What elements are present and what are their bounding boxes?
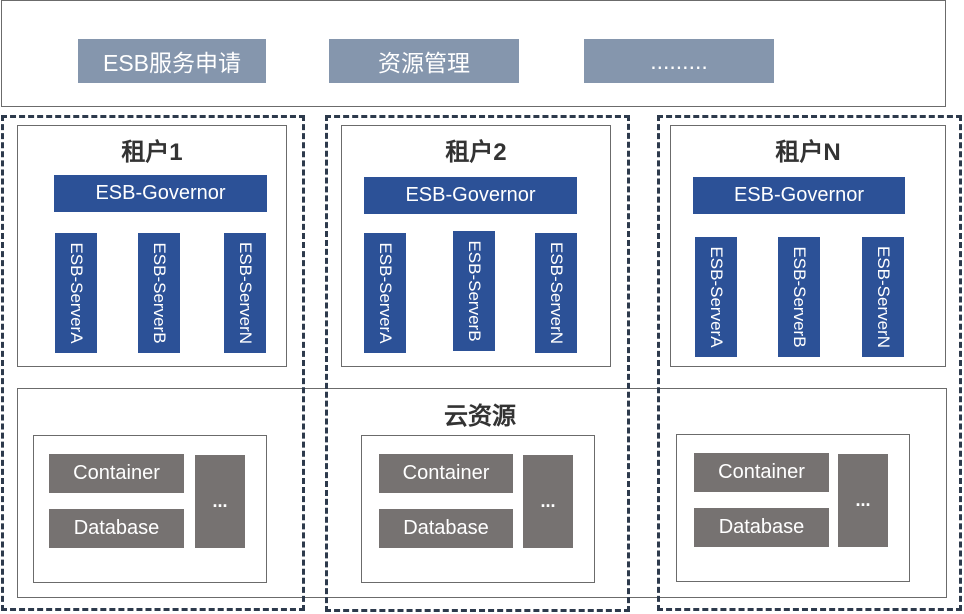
tenant-n-esb-server-n: ESB-ServerN (862, 237, 904, 357)
resource-panel-1-database: Database (49, 509, 184, 548)
resource-panel-1-more: ... (195, 455, 245, 548)
tenant-n-partition (657, 115, 962, 611)
resource-panel-2-database: Database (379, 509, 513, 548)
resource-panel-2-more: ... (523, 455, 573, 548)
resource-panel-3-container: Container (694, 453, 829, 492)
tenant-2-esb-server-n: ESB-ServerN (535, 233, 577, 353)
more-services-button[interactable]: ......... (584, 39, 774, 83)
tenant-1-esb-server-b: ESB-ServerB (138, 233, 180, 353)
tenant-n-esb-server-a: ESB-ServerA (695, 237, 737, 357)
esb-service-apply-button[interactable]: ESB服务申请 (78, 39, 266, 83)
resource-panel-3-database: Database (694, 508, 829, 547)
tenant-2-esb-server-a: ESB-ServerA (364, 233, 406, 353)
tenant-1-esb-governor: ESB-Governor (54, 175, 267, 212)
resource-panel-1-container: Container (49, 454, 184, 493)
tenant-2-title: 租户2 (445, 139, 507, 166)
tenant-n-esb-server-b: ESB-ServerB (778, 237, 820, 357)
tenant-1-title: 租户1 (121, 139, 183, 166)
tenant-n-esb-governor: ESB-Governor (693, 177, 905, 214)
resource-management-button[interactable]: 资源管理 (329, 39, 519, 83)
tenant-1-partition (1, 115, 305, 611)
tenant-2-esb-governor: ESB-Governor (364, 177, 577, 214)
tenant-2-esb-server-b: ESB-ServerB (453, 231, 495, 351)
cloud-resources-title: 云资源 (444, 403, 516, 430)
resource-panel-3-more: ... (838, 454, 888, 547)
tenant-2-partition (325, 115, 630, 612)
tenant-1-esb-server-n: ESB-ServerN (224, 233, 266, 353)
tenant-1-esb-server-a: ESB-ServerA (55, 233, 97, 353)
resource-panel-2-container: Container (379, 454, 513, 493)
tenant-n-title: 租户N (775, 139, 841, 166)
